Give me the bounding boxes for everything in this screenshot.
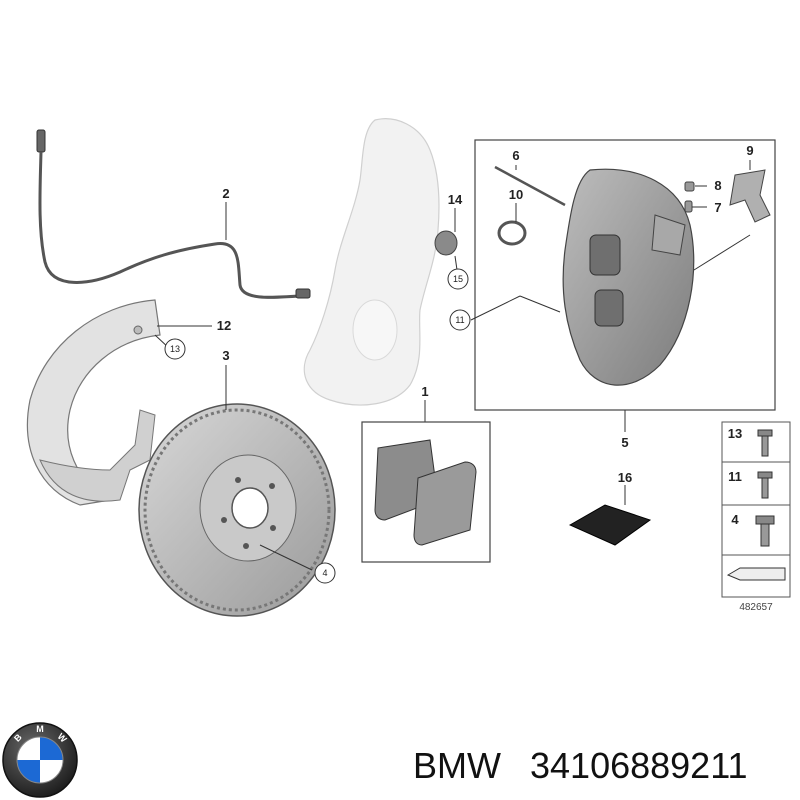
part-number: 34106889211 (530, 745, 748, 786)
bolt-13-shank (761, 435, 769, 457)
callout-circle-15 (447, 268, 469, 290)
bolt-11-shank (761, 477, 769, 499)
legend-item-11: 11 (728, 469, 742, 484)
brake-paste-sachet (568, 504, 652, 546)
callout-4: 4 (322, 568, 327, 578)
bolt-4-head (755, 515, 775, 525)
callout-circle-4 (314, 562, 336, 584)
steering-knuckle (303, 118, 440, 406)
callout-8: 8 (714, 178, 721, 193)
bolt-11-head (757, 471, 773, 479)
diagram-id: 482657 (739, 602, 773, 613)
callout-9: 9 (746, 143, 753, 158)
brake-pads (374, 439, 477, 546)
arrow-icon (726, 567, 786, 581)
callout-circle-11 (449, 309, 471, 331)
seal-ring (497, 220, 527, 246)
callout-3: 3 (222, 348, 229, 363)
legend-item-13: 13 (728, 426, 742, 441)
callout-14: 14 (448, 192, 463, 207)
logo-letter-m: M (36, 724, 44, 734)
legend-item-4: 4 (731, 512, 739, 527)
callout-7: 7 (714, 200, 721, 215)
brake-disc (138, 403, 336, 617)
callout-11: 11 (455, 315, 464, 325)
wear-sensor-cable (36, 129, 311, 299)
bmw-logo: B M W (2, 722, 78, 798)
brake-splash-guard (26, 299, 161, 506)
callout-2: 2 (222, 186, 229, 201)
callout-1: 1 (421, 384, 428, 399)
callout-10: 10 (509, 187, 523, 202)
spring-clip (729, 169, 771, 223)
callout-16: 16 (618, 470, 632, 485)
callout-circle-13 (164, 338, 186, 360)
bolt-13-head (757, 429, 773, 437)
callout-12: 12 (217, 318, 231, 333)
callout-5: 5 (621, 435, 628, 450)
callout-lines (154, 160, 751, 571)
logo-quadrant-2 (17, 760, 40, 783)
callout-15: 15 (453, 274, 463, 284)
logo-quadrant-1 (40, 737, 63, 760)
brake-pad-frame (361, 421, 491, 563)
protective-cap (434, 230, 458, 256)
bolt-4-shank (760, 523, 770, 547)
guide-bolt (494, 165, 566, 207)
brand-name: BMW (413, 745, 501, 786)
brake-caliper (562, 168, 695, 386)
callout-6: 6 (512, 148, 519, 163)
callout-13: 13 (170, 344, 180, 354)
fastener-legend: 13 11 4 (721, 421, 791, 598)
